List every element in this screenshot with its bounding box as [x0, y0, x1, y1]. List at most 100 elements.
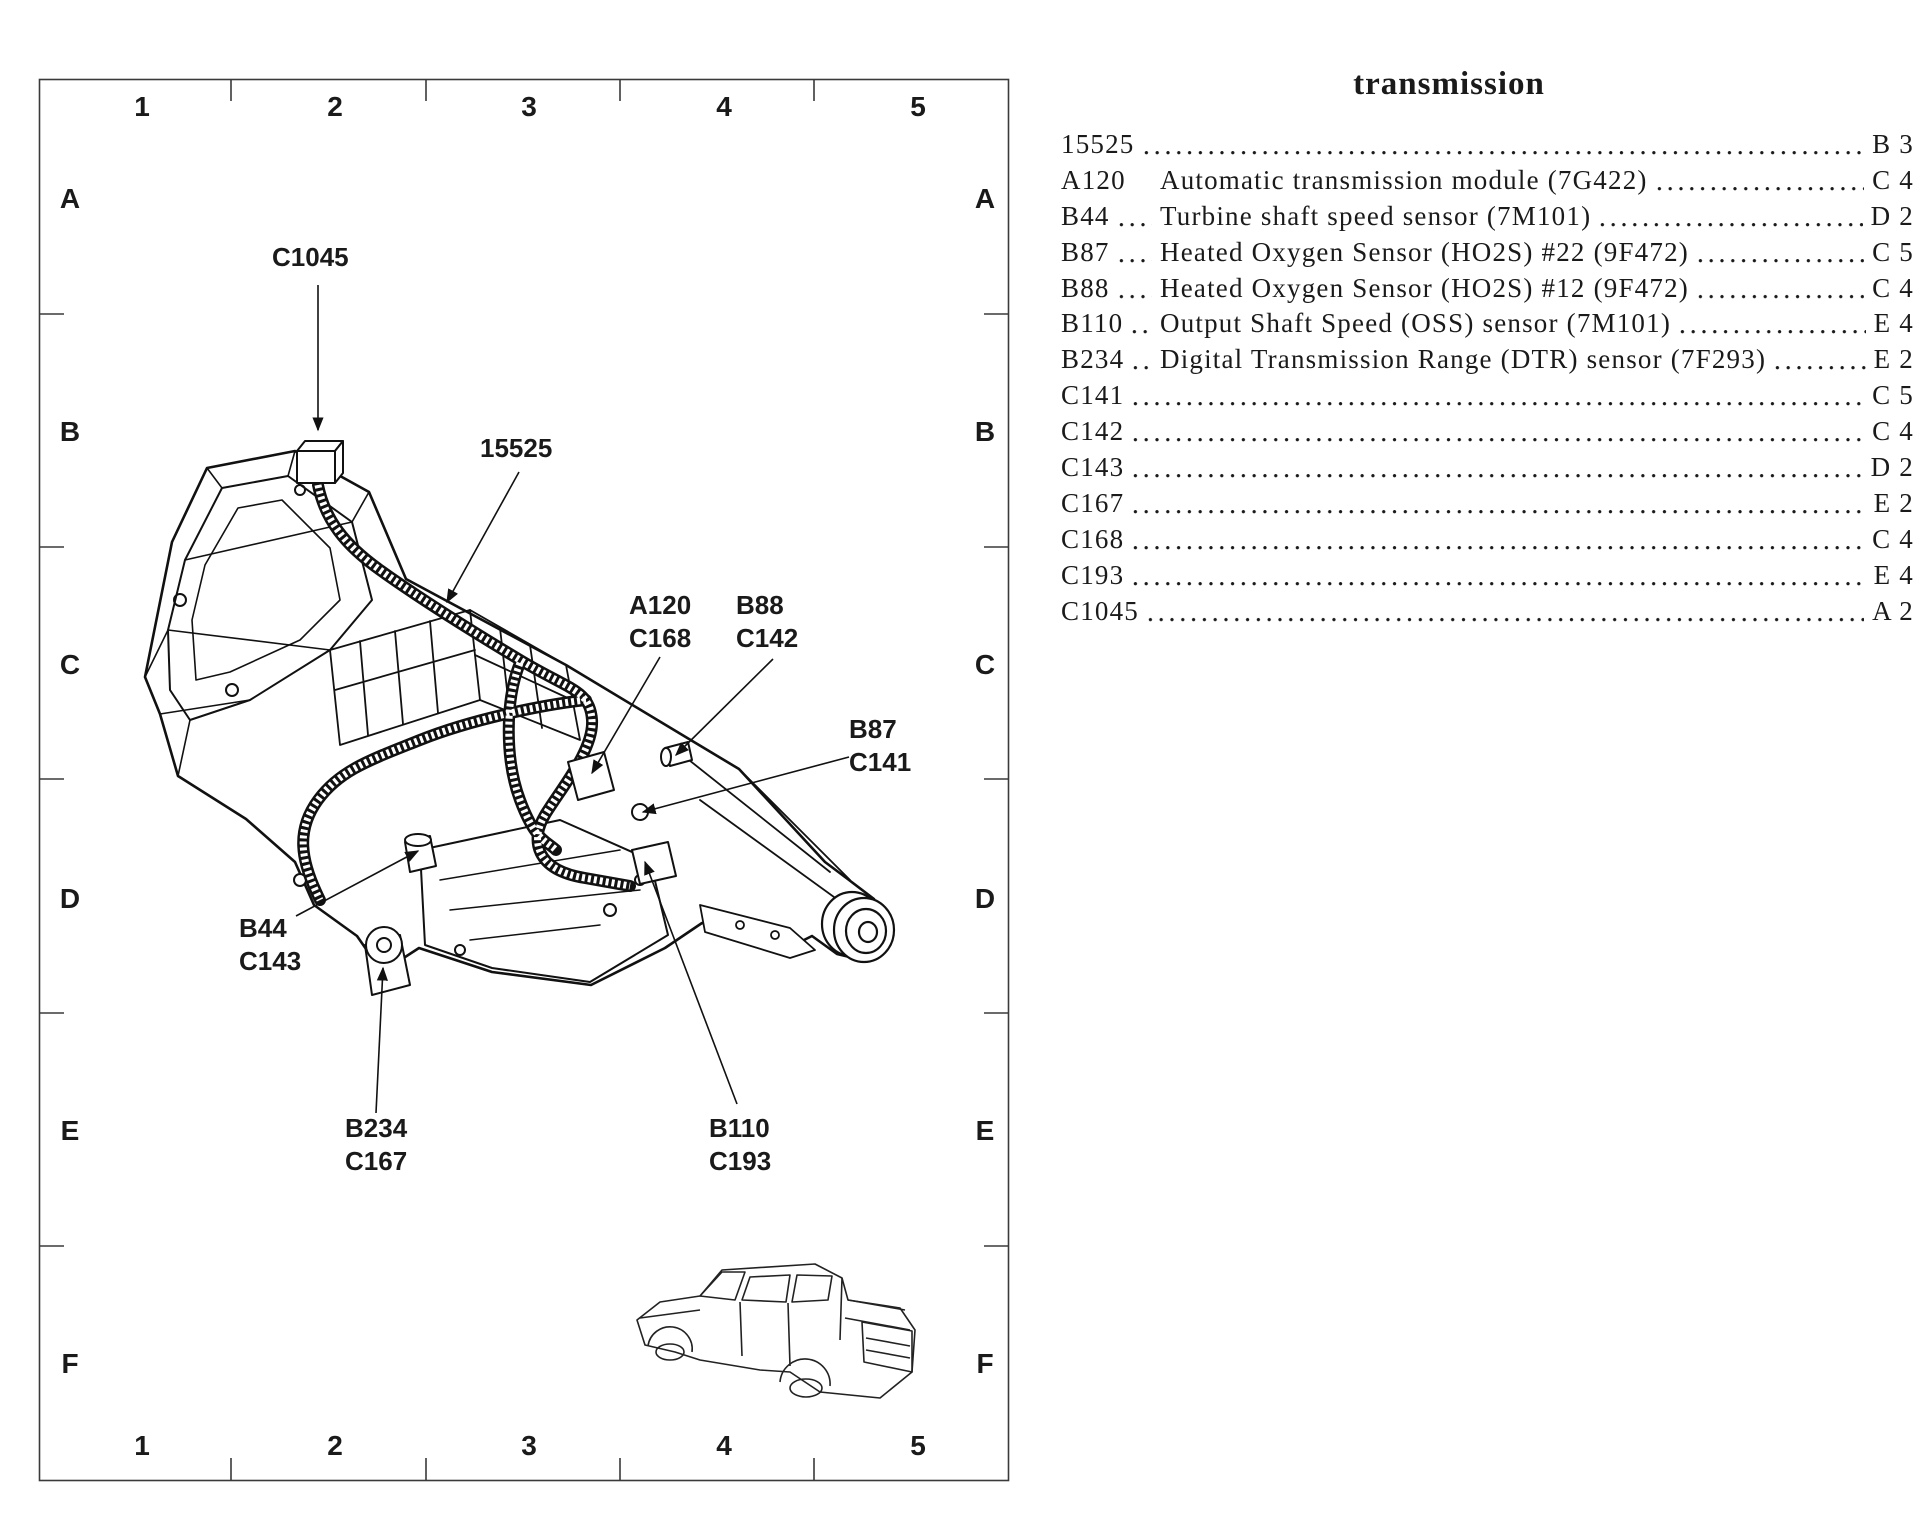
code-cell: B88	[1061, 270, 1160, 307]
column-number-bottom-1: 1	[134, 1430, 150, 1461]
dot-leader	[1772, 342, 1866, 379]
dot-leader	[1130, 450, 1863, 486]
dot-leader	[1130, 378, 1865, 415]
grid-reference: D 2	[1870, 452, 1914, 483]
grid-reference: C 5	[1872, 380, 1914, 411]
dot-leader	[1115, 234, 1152, 271]
index-row: C167 E 2	[1061, 485, 1914, 522]
sensor-b110	[631, 841, 677, 885]
row-letter-right-a: A	[974, 183, 996, 214]
grid-reference: E 2	[1873, 344, 1914, 375]
row-letter-left-f: F	[61, 1348, 79, 1379]
component-code: A120	[1061, 164, 1126, 195]
dot-leader	[1130, 557, 1866, 594]
row-letter-right-c: C	[974, 649, 996, 680]
grid-reference: C 4	[1872, 523, 1914, 554]
row-letter-left-e: E	[60, 1115, 80, 1146]
callout-b88-c142: B88 C142	[736, 589, 798, 655]
component-code: C142	[1061, 416, 1125, 447]
dot-leader	[1130, 414, 1865, 451]
component-code: B110	[1061, 308, 1124, 339]
column-number-top-2: 2	[327, 91, 343, 122]
callout-b110-c193: B110 C193	[709, 1112, 771, 1178]
dot-leader	[1597, 198, 1863, 235]
dot-leader	[1130, 521, 1865, 558]
grid-reference: E 4	[1873, 559, 1914, 590]
leader-line-15525	[446, 471, 520, 604]
component-description: Heated Oxygen Sensor (HO2S) #22 (9F472)	[1160, 236, 1689, 267]
dot-leader	[1694, 270, 1865, 307]
callout-line: C142	[736, 623, 799, 653]
index-row: C141 C 5	[1061, 378, 1914, 415]
callout-c1045: C1045	[272, 241, 349, 274]
truck-illustration	[636, 1263, 916, 1399]
callout-line: C167	[345, 1146, 408, 1176]
callout-line: C143	[239, 946, 302, 976]
callout-line: C141	[849, 747, 912, 777]
index-row: B234 Digital Transmission Range (DTR) se…	[1061, 342, 1914, 379]
grid-tick	[984, 313, 1009, 1247]
dot-leader	[1130, 485, 1866, 522]
callout-line: B234	[345, 1113, 408, 1143]
leader-line-b234	[375, 966, 388, 1114]
dot-leader	[1115, 270, 1152, 307]
index-row: C142 C 4	[1061, 414, 1914, 451]
grid-reference: A 2	[1872, 595, 1914, 626]
callout-line: 15525	[480, 433, 553, 463]
callout-a120-c168: A120 C168	[629, 589, 691, 655]
callout-line: B87	[849, 714, 897, 744]
sensor-b234	[364, 926, 411, 996]
code-cell: A120	[1061, 163, 1160, 199]
grid-tick	[39, 313, 64, 1247]
sensor-b44	[404, 833, 437, 873]
index-title: transmission	[1353, 66, 1545, 102]
row-letter-right-b: B	[974, 416, 996, 447]
row-letter-right-e: E	[975, 1115, 995, 1146]
dot-leader	[1145, 593, 1865, 630]
index-row: C193 E 4	[1061, 557, 1914, 594]
dot-leader	[1694, 234, 1865, 271]
component-code: C1045	[1061, 595, 1140, 626]
component-code: C168	[1061, 523, 1125, 554]
dot-leader	[1129, 306, 1152, 343]
index-row: C143 D 2	[1061, 450, 1914, 486]
leader-line-b110	[644, 860, 738, 1105]
row-letter-left-c: C	[59, 649, 81, 680]
component-code: C141	[1061, 380, 1125, 411]
callout-b87-c141: B87 C141	[849, 713, 911, 779]
wiring-harness	[297, 479, 636, 906]
row-letter-right-f: F	[976, 1348, 994, 1379]
transmission-illustration	[143, 440, 896, 996]
grid-reference: B 3	[1872, 129, 1914, 159]
connector-c1045	[296, 440, 344, 484]
column-number-top-1: 1	[134, 91, 150, 122]
index-row: C1045 A 2	[1061, 593, 1914, 630]
valve-body	[293, 819, 669, 983]
callout-line: B110	[709, 1113, 770, 1143]
column-number-bottom-4: 4	[716, 1430, 732, 1461]
bracket	[699, 904, 816, 959]
grid-reference: C 4	[1872, 416, 1914, 447]
index-row: B88 Heated Oxygen Sensor (HO2S) #12 (9F4…	[1061, 270, 1914, 307]
index-row: A120 Automatic transmission module (7G42…	[1061, 162, 1914, 199]
grid-tick	[230, 1458, 815, 1481]
component-code: C193	[1061, 559, 1125, 590]
callout-line: B88	[736, 590, 784, 620]
component-code: B234	[1061, 344, 1125, 375]
tail-housing	[688, 759, 851, 906]
dot-leader	[1653, 162, 1865, 199]
grid-tick	[230, 79, 815, 101]
grid-reference: C 5	[1872, 236, 1914, 267]
component-description: Automatic transmission module (7G422)	[1160, 164, 1648, 195]
callout-line: C193	[709, 1146, 772, 1176]
callout-b44-c143: B44 C143	[239, 912, 301, 978]
component-description: Heated Oxygen Sensor (HO2S) #12 (9F472)	[1160, 272, 1689, 303]
leader-line-b44	[295, 850, 420, 917]
index-row: B87 Heated Oxygen Sensor (HO2S) #22 (9F4…	[1061, 234, 1914, 271]
component-code: B87	[1061, 236, 1110, 267]
callout-15525: 15525	[480, 432, 552, 465]
callout-b234-c167: B234 C167	[345, 1112, 407, 1178]
column-number-bottom-2: 2	[327, 1430, 343, 1461]
row-letter-left-b: B	[59, 416, 81, 447]
